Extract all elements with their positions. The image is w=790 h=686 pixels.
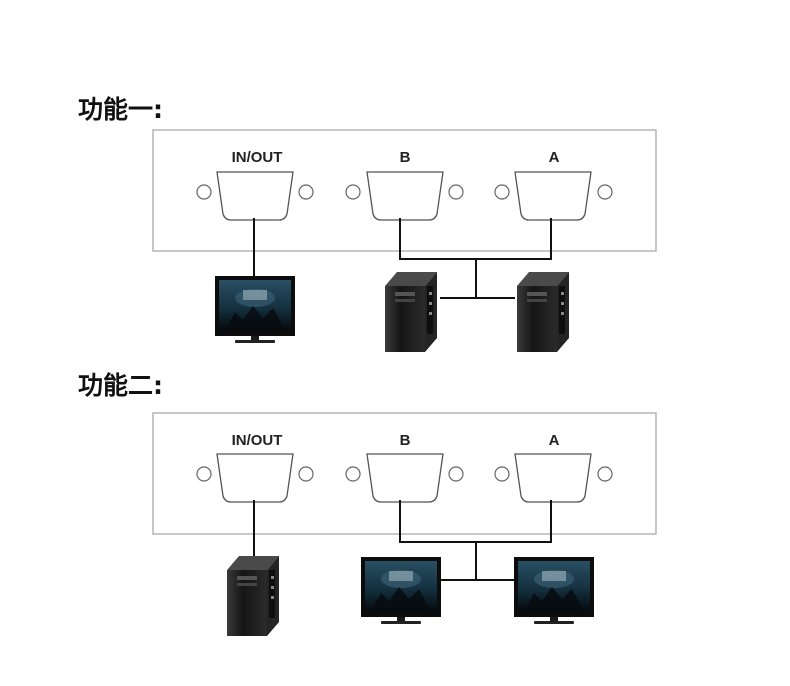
screw-hole	[196, 466, 212, 482]
screw-hole	[448, 466, 464, 482]
screw-hole	[494, 466, 510, 482]
port-label-inout: IN/OUT	[232, 149, 283, 166]
connection-lines-1	[253, 218, 552, 299]
monitor-icon	[215, 276, 295, 343]
computer-tower-icon	[385, 272, 437, 352]
screw-hole	[345, 184, 361, 200]
monitor-icon	[514, 557, 594, 624]
screw-hole	[298, 184, 314, 200]
screw-hole	[494, 184, 510, 200]
vga-port-a	[514, 453, 592, 503]
computer-tower-icon	[227, 556, 279, 636]
section-1-title: 功能一:	[78, 95, 163, 124]
port-label-a: A	[549, 432, 560, 449]
screw-hole	[597, 184, 613, 200]
screw-hole	[448, 184, 464, 200]
port-label-a: A	[549, 149, 560, 166]
connection-lines-2	[253, 500, 552, 581]
vga-port-b	[366, 171, 444, 221]
screw-hole	[597, 466, 613, 482]
section-2-title: 功能二:	[78, 371, 163, 400]
screw-hole	[196, 184, 212, 200]
port-label-inout: IN/OUT	[232, 432, 283, 449]
section-2-diagram: IN/OUT B A	[152, 412, 657, 636]
vga-port-inout	[216, 453, 294, 503]
port-label-b: B	[400, 149, 411, 166]
section-1-diagram: IN/OUT B A	[152, 129, 657, 352]
vga-port-a	[514, 171, 592, 221]
vga-port-b	[366, 453, 444, 503]
screw-hole	[345, 466, 361, 482]
monitor-icon	[361, 557, 441, 624]
port-label-b: B	[400, 432, 411, 449]
vga-port-inout	[216, 171, 294, 221]
computer-tower-icon	[517, 272, 569, 352]
screw-hole	[298, 466, 314, 482]
